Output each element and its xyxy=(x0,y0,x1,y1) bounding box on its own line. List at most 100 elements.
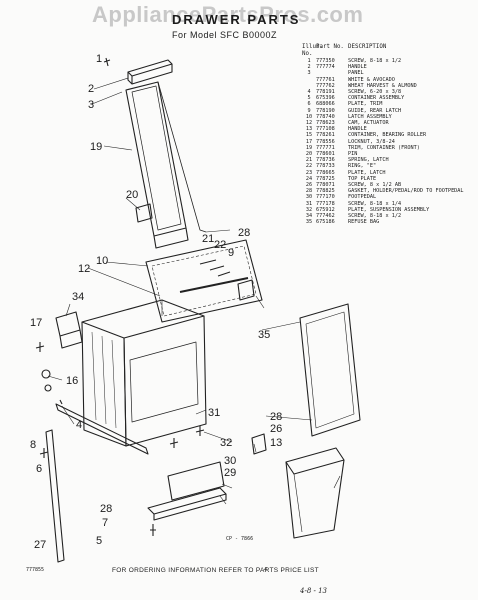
callout-label: 26 xyxy=(270,423,282,435)
parts-row-description: PLATE, TRIM xyxy=(348,101,383,108)
parts-row-part-no: 675186 xyxy=(316,219,335,226)
parts-row: 6 688066 PLATE, TRIM xyxy=(302,101,474,107)
callout-label: 17 xyxy=(30,317,42,329)
callout-label: 6 xyxy=(36,463,42,475)
parts-row: 777761 WHITE & AVOCADO xyxy=(302,77,474,83)
parts-row-description: PLATE, LATCH xyxy=(348,169,386,176)
parts-row-illus-no: 1 xyxy=(307,58,311,64)
parts-row-part-no: 777170 xyxy=(316,194,335,201)
parts-list-header: Illus. No. Part No. DESCRIPTION xyxy=(302,44,474,58)
parts-row-description: SCREW, 6-20 x 3/8 xyxy=(348,89,402,96)
parts-row: 9 778190 GUIDE, REAR LATCH xyxy=(302,108,474,114)
parts-row-description: CONTAINER, BEARING ROLLER xyxy=(348,132,427,139)
parts-row-description: WHEAT HARVEST & ALMOND xyxy=(348,82,417,89)
parts-row-description: PANEL xyxy=(348,70,364,77)
watermark: AppliancePartsPros.com xyxy=(92,2,364,27)
parts-row-illus-no: 13 xyxy=(305,126,313,133)
callout-label: 19 xyxy=(90,141,102,153)
parts-row-part-no: 778740 xyxy=(316,113,335,120)
callout-label: 1 xyxy=(96,53,102,65)
callout-label: 28 xyxy=(100,503,112,515)
parts-row-description: GUIDE, REAR LATCH xyxy=(348,107,402,114)
parts-row-part-no: 778665 xyxy=(316,169,335,176)
parts-row: 4 778191 SCREW, 6-20 x 3/8 xyxy=(302,89,474,95)
header-description: DESCRIPTION xyxy=(348,44,387,50)
parts-row-part-no: 777761 xyxy=(316,76,335,83)
callout-label: 10 xyxy=(96,255,108,267)
callout-label: 30 xyxy=(224,455,236,467)
callout-label: 21 xyxy=(202,233,214,245)
callout-label: 8 xyxy=(30,439,36,451)
parts-row-illus-no: 31 xyxy=(305,200,313,207)
parts-row-part-no: 688066 xyxy=(316,101,335,108)
parts-row-part-no: 675912 xyxy=(316,206,335,213)
callout-label: 32 xyxy=(220,437,232,449)
parts-row-description: WHITE & AVOCADO xyxy=(348,76,395,83)
callout-label: 27 xyxy=(34,539,46,551)
parts-row-illus-no: 22 xyxy=(305,163,313,170)
parts-row-part-no: 778191 xyxy=(316,89,335,96)
parts-row-part-no: 778261 xyxy=(316,132,335,139)
parts-row-part-no: 777462 xyxy=(316,213,335,220)
callout-label: 2 xyxy=(88,83,94,95)
parts-row-part-no: 778623 xyxy=(316,120,335,127)
sheet-annotation: 4-8 - 13 xyxy=(300,587,327,595)
parts-row-part-no: 777178 xyxy=(316,200,335,207)
parts-row-illus-no: 35 xyxy=(305,219,313,226)
parts-row-description: CAM, ACTUATOR xyxy=(348,120,389,127)
parts-row-part-no: 777771 xyxy=(316,144,335,151)
parts-row-description: CONTAINER ASSEMBLY xyxy=(348,95,405,102)
parts-row-illus-no: 34 xyxy=(305,213,313,220)
parts-row-part-no: 777350 xyxy=(316,58,335,64)
parts-row-part-no: 778071 xyxy=(316,182,335,189)
callout-label: 28 xyxy=(238,227,250,239)
page-subtitle: For Model SFC B0000Z xyxy=(172,30,278,40)
parts-row-description: SCREW, 8-18 x 1/2 xyxy=(348,213,402,220)
callout-label: 29 xyxy=(224,467,236,479)
parts-row-description: HANDLE xyxy=(348,126,367,133)
parts-row-part-no: 777774 xyxy=(316,64,335,71)
parts-row-illus-no: 4 xyxy=(307,89,311,96)
parts-row-description: LOCKNUT, 3/8-24 xyxy=(348,138,395,145)
parts-row-illus-no: 6 xyxy=(307,101,311,108)
parts-row-description: GASKET, HOLDER/PEDAL/ROD TO FOOTPEDAL xyxy=(348,188,464,195)
callout-label: 13 xyxy=(270,437,282,449)
callout-label: 12 xyxy=(78,263,90,275)
parts-row-description: LATCH ASSEMBLY xyxy=(348,113,392,120)
parts-row-part-no: 778825 xyxy=(316,188,335,195)
parts-row-description: SCREW, 8-18 x 1/4 xyxy=(348,200,402,207)
drawing-ref-code: CP - 7866 xyxy=(226,536,254,542)
parts-row-part-no: 778736 xyxy=(316,157,335,164)
header-part: Part No. xyxy=(316,44,344,50)
parts-row-illus-no: 24 xyxy=(305,175,313,182)
parts-row-description: SPRING, LATCH xyxy=(348,157,389,164)
parts-row-illus-no: 17 xyxy=(305,138,313,145)
callout-label: 4 xyxy=(76,419,82,431)
parts-row-illus-no: 23 xyxy=(305,169,313,176)
callout-label: 3 xyxy=(88,99,94,111)
header-illus: Illus. No. xyxy=(302,44,323,57)
ordering-footer: FOR ORDERING INFORMATION REFER TO PARTS … xyxy=(112,567,319,574)
parts-row-part-no: 778190 xyxy=(316,107,335,114)
parts-row-illus-no: 15 xyxy=(305,132,313,139)
parts-row-description: PLATE, SUSPENSION ASSEMBLY xyxy=(348,206,430,213)
parts-row-part-no: 675396 xyxy=(316,95,335,102)
parts-row-illus-no: 9 xyxy=(307,107,311,114)
